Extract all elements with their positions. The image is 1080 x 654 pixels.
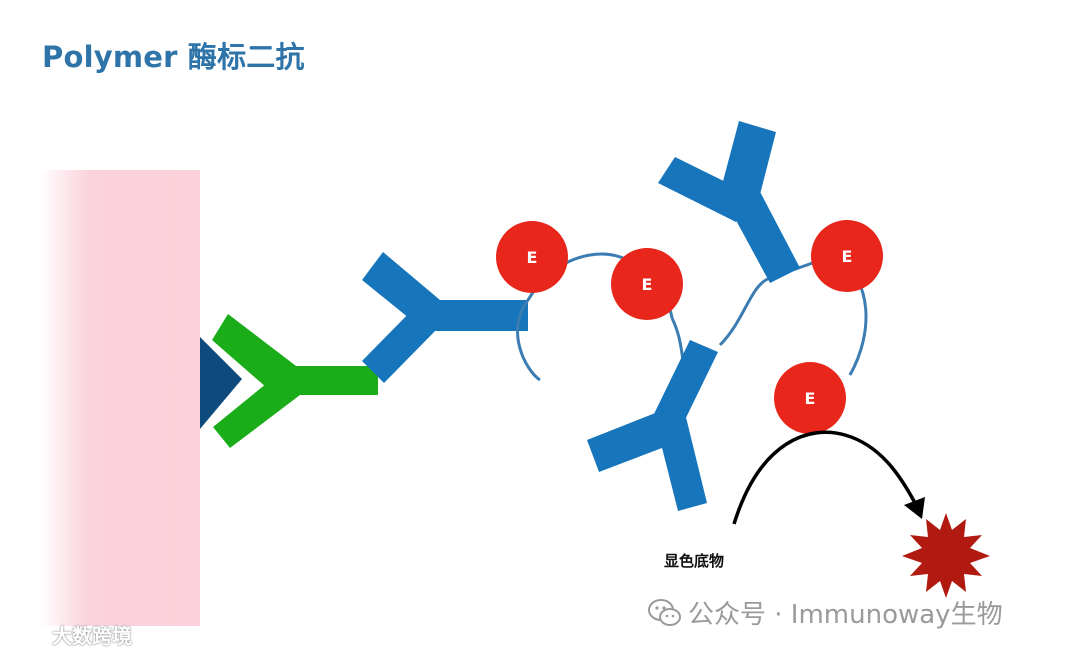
enzyme-label: E (805, 389, 816, 408)
secondary-antibody-lower (587, 340, 718, 511)
reaction-arrow (732, 430, 917, 525)
watermark-wechat: 公众号 · Immunoway生物 (648, 594, 1003, 631)
arrowhead-icon (904, 497, 925, 519)
secondary-antibody-main (362, 252, 528, 383)
watermark-right-text: 公众号 · Immunoway生物 (688, 600, 1003, 630)
secondary-antibody-upper (658, 121, 800, 283)
page-title: Polymer 酶标二抗 (42, 40, 305, 74)
enzyme-4: E (774, 362, 846, 434)
enzyme-label: E (842, 247, 853, 266)
primary-antibody (212, 314, 378, 448)
enzyme-3: E (811, 220, 883, 292)
watermark-brand: 大数跨境 (8, 620, 132, 649)
enzyme-1: E (496, 221, 568, 293)
substrate-label: 显色底物 (664, 552, 725, 570)
enzyme-2: E (611, 248, 683, 320)
brand-logo-icon (9, 625, 47, 643)
wechat-icon (648, 598, 681, 626)
tissue-section (40, 170, 200, 626)
antigen-shape (200, 337, 242, 429)
product-star-icon (902, 513, 990, 598)
watermark-left-text: 大数跨境 (52, 624, 132, 648)
enzyme-label: E (527, 248, 538, 267)
enzyme-label: E (642, 275, 653, 294)
